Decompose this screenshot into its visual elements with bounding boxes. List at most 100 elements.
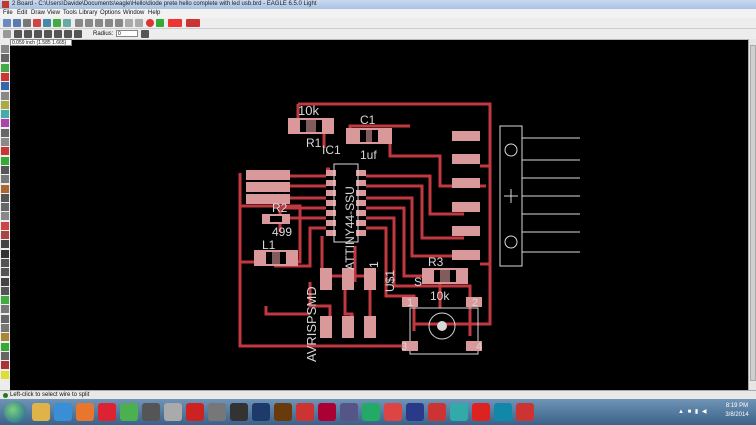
open-icon[interactable] (3, 19, 11, 27)
add-tool-icon[interactable] (1, 156, 9, 165)
menu-tools[interactable]: Tools (63, 10, 78, 16)
scrollbar-thumb[interactable] (750, 45, 756, 381)
menu-file[interactable]: File (3, 10, 13, 16)
mark-tool-icon[interactable] (1, 72, 9, 81)
app2-taskbar-icon[interactable] (208, 403, 226, 421)
dimension-tool-icon[interactable] (1, 324, 9, 332)
menu-edit[interactable]: Edit (17, 10, 28, 16)
app-taskbar-icon[interactable] (164, 403, 182, 421)
board-canvas[interactable]: 10k R1 C1 1uf IC1 ATTINY44-SSU R2 499 L1… (10, 46, 748, 390)
redraw-icon[interactable] (115, 19, 123, 27)
delete-tool-icon[interactable] (1, 147, 9, 156)
menu-view[interactable]: View (47, 10, 60, 16)
start-button[interactable] (4, 401, 26, 423)
app8-taskbar-icon[interactable] (406, 403, 424, 421)
ratsnest-tool-icon[interactable] (1, 333, 9, 342)
bend-5-icon[interactable] (64, 30, 72, 38)
bend-2-icon[interactable] (34, 30, 42, 38)
wire-tool-icon[interactable] (1, 240, 9, 249)
errors-tool-icon[interactable] (1, 370, 9, 379)
skype-taskbar-icon[interactable] (494, 403, 512, 421)
radius-input[interactable]: 0 (116, 30, 138, 37)
app7-taskbar-icon[interactable] (384, 403, 402, 421)
group-tool-icon[interactable] (1, 119, 9, 128)
bend-3-icon[interactable] (44, 30, 52, 38)
farnell-icon[interactable] (186, 19, 200, 27)
auto-tool-icon[interactable] (1, 342, 9, 351)
split-tool-icon[interactable] (1, 203, 9, 212)
media-taskbar-icon[interactable] (142, 403, 160, 421)
app5-taskbar-icon[interactable] (340, 403, 358, 421)
ripup-tool-icon[interactable] (1, 231, 9, 239)
bend-0-icon[interactable] (14, 30, 22, 38)
zoom-select-icon[interactable] (105, 19, 113, 27)
menu-options[interactable]: Options (100, 10, 121, 16)
optimize-tool-icon[interactable] (1, 212, 9, 221)
run-icon[interactable] (63, 19, 71, 27)
vertical-scrollbar[interactable] (748, 39, 756, 390)
display-tool-icon[interactable] (1, 63, 9, 72)
rect-tool-icon[interactable] (1, 277, 9, 286)
text-tool-icon[interactable] (1, 249, 9, 258)
app9-taskbar-icon[interactable] (428, 403, 446, 421)
app4-taskbar-icon[interactable] (296, 403, 314, 421)
miter-tool-icon[interactable] (1, 193, 9, 202)
bend-4-icon[interactable] (54, 30, 62, 38)
value-tool-icon[interactable] (1, 175, 9, 184)
copy-tool-icon[interactable] (1, 91, 9, 100)
route-tool-icon[interactable] (1, 221, 9, 230)
arc-tool-icon[interactable] (1, 268, 9, 277)
system-tray-icons[interactable]: ▲ ■ ▮ ◀ (678, 409, 708, 415)
print-icon[interactable] (23, 19, 31, 27)
illustrator-taskbar-icon[interactable] (274, 403, 292, 421)
move-tool-icon[interactable] (1, 82, 9, 91)
radius-dropdown-icon[interactable] (141, 30, 149, 38)
layer-icon[interactable] (3, 30, 11, 38)
paste-tool-icon[interactable] (1, 138, 9, 146)
cam-icon[interactable] (33, 19, 41, 27)
hole-tool-icon[interactable] (1, 305, 9, 314)
zoom-fit-icon[interactable] (75, 19, 83, 27)
zoom-out-icon[interactable] (95, 19, 103, 27)
go-icon[interactable] (156, 19, 164, 27)
app10-taskbar-icon[interactable] (450, 403, 468, 421)
menu-window[interactable]: Window (123, 10, 145, 16)
attribute-tool-icon[interactable] (1, 314, 9, 323)
firefox-taskbar-icon[interactable] (76, 403, 94, 421)
change-tool-icon[interactable] (1, 128, 9, 137)
undo-icon[interactable] (125, 19, 133, 27)
app12-taskbar-icon[interactable] (516, 403, 534, 421)
ie-taskbar-icon[interactable] (54, 403, 72, 421)
design-link-icon[interactable] (168, 19, 182, 27)
zoom-in-icon[interactable] (85, 19, 93, 27)
smash-tool-icon[interactable] (1, 184, 9, 193)
app3-taskbar-icon[interactable] (230, 403, 248, 421)
app6-taskbar-icon[interactable] (362, 403, 380, 421)
app11-taskbar-icon[interactable] (472, 403, 490, 421)
chrome-taskbar-icon[interactable] (120, 403, 138, 421)
board-icon[interactable] (43, 19, 51, 27)
info-tool-icon[interactable] (1, 45, 9, 53)
circle-tool-icon[interactable] (1, 258, 9, 267)
erc-tool-icon[interactable] (1, 351, 9, 360)
bend-6-icon[interactable] (74, 30, 82, 38)
polygon-tool-icon[interactable] (1, 286, 9, 295)
clock[interactable]: 8:19 PM 3/8/2014 (718, 402, 756, 420)
script-icon[interactable] (53, 19, 61, 27)
bend-1-icon[interactable] (24, 30, 32, 38)
show-tool-icon[interactable] (1, 54, 9, 63)
eagle-taskbar-icon[interactable] (98, 403, 116, 421)
mathematica-taskbar-icon[interactable] (318, 403, 336, 421)
mirror-tool-icon[interactable] (1, 100, 9, 109)
via-tool-icon[interactable] (1, 296, 9, 305)
menu-help[interactable]: Help (148, 10, 161, 16)
menu-library[interactable]: Library (79, 10, 98, 16)
acrobat-taskbar-icon[interactable] (186, 403, 204, 421)
redo-icon[interactable] (135, 19, 143, 27)
save-icon[interactable] (13, 19, 21, 27)
menu-draw[interactable]: Draw (31, 10, 46, 16)
stop-icon[interactable] (146, 19, 154, 27)
rotate-tool-icon[interactable] (1, 110, 9, 119)
photoshop-taskbar-icon[interactable] (252, 403, 270, 421)
drc-tool-icon[interactable] (1, 361, 9, 370)
